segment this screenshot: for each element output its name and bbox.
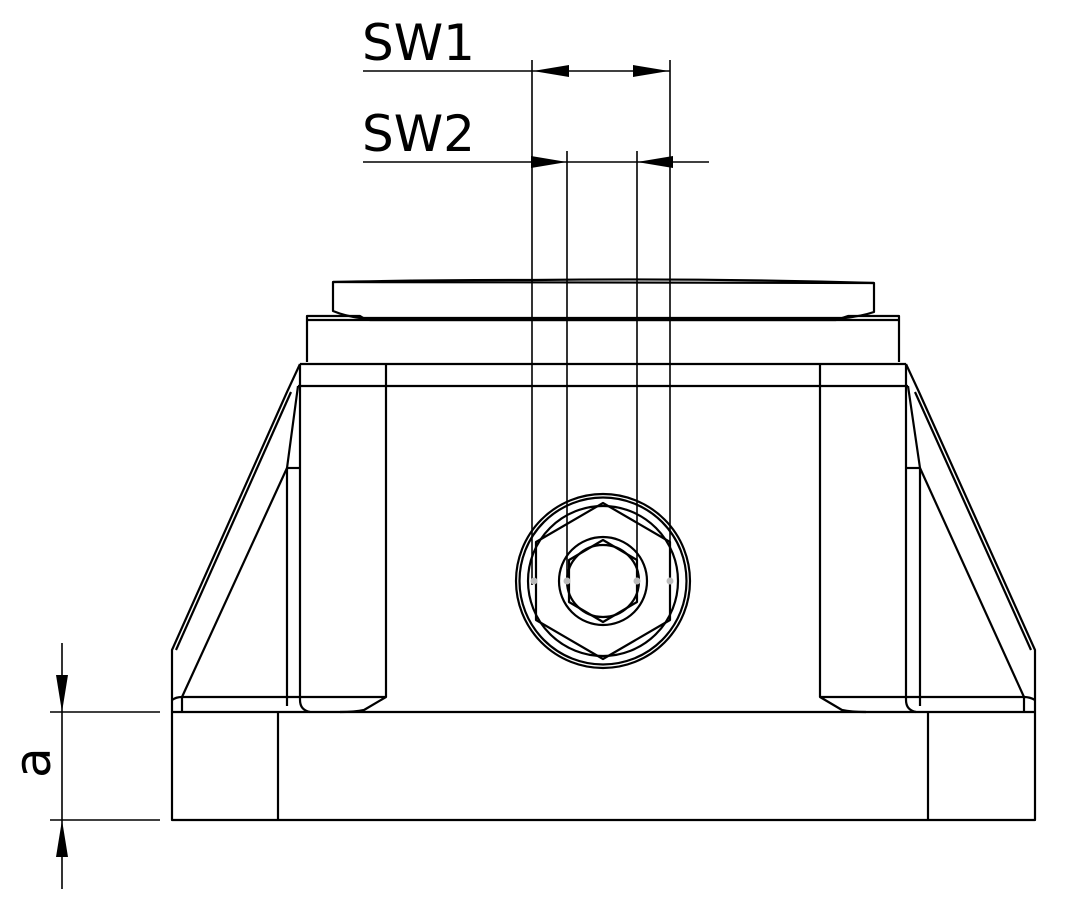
- dimension-sw1: SW1: [362, 14, 671, 585]
- inner-bore-circle: [565, 543, 641, 619]
- inner-hex-icon: [567, 538, 639, 624]
- top-disc: [331, 278, 876, 320]
- bore-circle: [557, 535, 649, 627]
- center-marks: [530, 577, 674, 585]
- sw2-arrow-left-icon: [531, 156, 567, 168]
- nut-chamfer-circle: [526, 504, 680, 658]
- sw2-arrow-right-icon: [637, 156, 673, 168]
- dimension-a: a: [4, 643, 160, 889]
- main-body: [170, 362, 1037, 714]
- sw1-label: SW1: [362, 14, 475, 72]
- a-arrow-bottom-icon: [56, 820, 68, 857]
- washer-outer-circle: [514, 492, 692, 670]
- washer-inner-circle: [518, 496, 688, 666]
- collar: [305, 314, 901, 362]
- a-arrow-top-icon: [56, 675, 68, 712]
- sw2-label: SW2: [362, 105, 475, 163]
- a-label: a: [4, 747, 62, 778]
- outer-hex-icon: [534, 501, 672, 661]
- hex-nut: [514, 492, 692, 670]
- sw1-arrow-left-icon: [533, 65, 569, 77]
- sw1-arrow-right-icon: [633, 65, 669, 77]
- base-plate: [170, 710, 1037, 822]
- dimension-sw2: SW2: [362, 105, 709, 585]
